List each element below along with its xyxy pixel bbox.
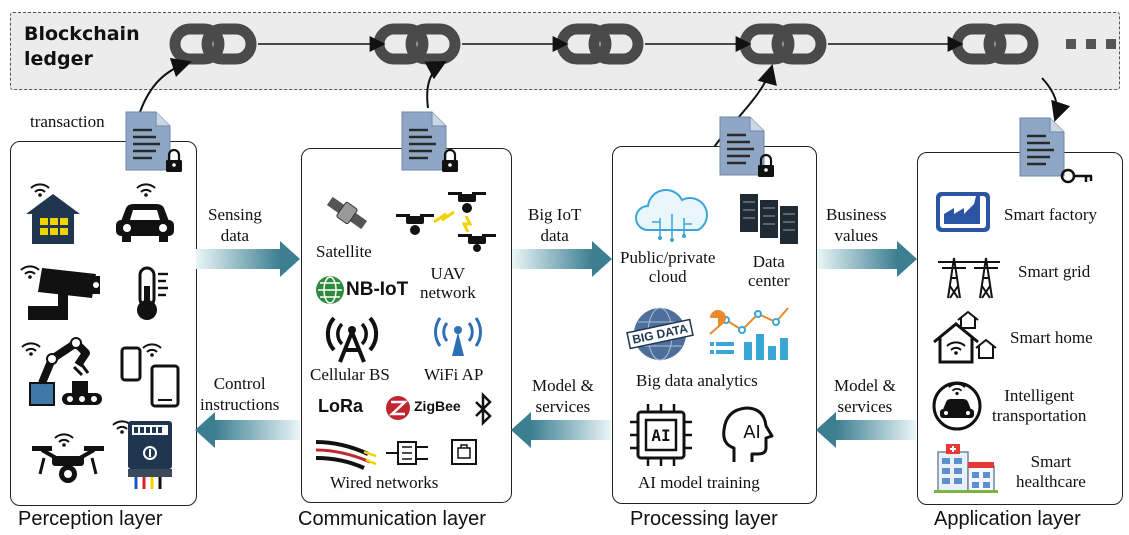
control-instructions-arrow [195, 412, 300, 448]
perception-panel [10, 141, 197, 506]
app-smart-home-label: Smart home [1010, 328, 1093, 347]
big-data-analytics-label: Big data analytics [636, 371, 758, 390]
control-instructions-label: Control instructions [200, 374, 280, 414]
ai-chip-icon: AI [630, 404, 692, 466]
connector-plug-icon [386, 441, 428, 465]
transaction-document-key-icon [1018, 116, 1093, 184]
wifi-ap-icon [433, 317, 483, 356]
ethernet-port-icon [451, 439, 477, 465]
cellular-tower-icon [325, 316, 379, 363]
thermometer-icon [137, 266, 168, 320]
robotic-arm-icon [21, 337, 102, 406]
perception-layer-title: Perception layer [18, 508, 163, 530]
satellite-label: Satellite [316, 242, 372, 261]
smart-meter-icon [112, 420, 172, 489]
cloud-icon [635, 189, 708, 242]
lora-logo: LoRa [318, 396, 363, 416]
ai-chip-text: AI [651, 426, 670, 445]
zigbee-label: ZigBee [414, 398, 461, 414]
app-smart-factory-label: Smart factory [1004, 205, 1097, 224]
application-layer-title: Application layer [934, 508, 1081, 530]
wired-cable-icon [315, 440, 377, 470]
data-center-label: Data center [748, 252, 790, 290]
model-services-label-1: Model & services [532, 376, 594, 416]
smart-home-icon [933, 310, 997, 364]
ai-model-training-label: AI model training [638, 473, 760, 492]
wired-networks-label: Wired networks [330, 473, 439, 492]
processing-layer-title: Processing layer [630, 508, 778, 530]
big-iot-data-arrow [512, 241, 612, 277]
cloud-label: Public/private cloud [620, 248, 716, 286]
business-values-arrow [817, 241, 917, 277]
wifi-ap-label: WiFi AP [424, 365, 484, 384]
nbiot-logo-icon [316, 276, 344, 304]
ledger-title: Blockchain ledger [24, 23, 140, 70]
transaction-arrow [1041, 77, 1071, 122]
sensing-data-arrow [196, 241, 300, 277]
app-smart-grid-label: Smart grid [1018, 262, 1091, 281]
ai-head-text: AI [743, 422, 761, 443]
power-grid-icon [938, 257, 1000, 299]
smart-healthcare-icon [934, 444, 998, 493]
model-services-arrow-2 [816, 412, 916, 448]
drone-icon [32, 433, 104, 483]
business-values-label: Business values [826, 205, 887, 245]
big-data-globe-icon: BIG DATA [626, 307, 694, 361]
transaction-arrow [424, 61, 447, 109]
data-center-icon [740, 194, 798, 244]
communication-layer-title: Communication layer [298, 508, 486, 530]
intelligent-transportation-icon [932, 381, 982, 431]
app-intelligent-transportation-label: Intelligent transportation [992, 386, 1087, 425]
more-blocks-indicator [1066, 39, 1116, 49]
sensing-data-label: Sensing data [208, 205, 262, 245]
transaction-label: transaction [30, 112, 105, 131]
big-iot-data-label: Big IoT data [528, 205, 582, 245]
transaction-arrow [139, 57, 192, 113]
surveillance-camera-icon [20, 265, 100, 320]
model-services-arrow-1 [511, 412, 611, 448]
bluetooth-icon [475, 391, 492, 427]
model-services-label-2: Model & services [834, 376, 896, 416]
uav-network-icon [396, 192, 496, 252]
smart-factory-icon [936, 192, 990, 232]
ai-head-icon: AI [722, 406, 774, 462]
cellular-bs-label: Cellular BS [310, 365, 390, 384]
app-smart-healthcare-label: Smart healthcare [1016, 452, 1086, 491]
uav-network-label: UAV network [420, 264, 476, 302]
smart-house-icon [26, 183, 80, 244]
zigbee-logo-icon [386, 396, 410, 420]
satellite-icon [326, 196, 368, 230]
analytics-chart-icon [709, 307, 789, 360]
connected-car-icon [116, 183, 174, 242]
nbiot-label: NB-IoT [346, 279, 409, 300]
smartphones-icon [120, 343, 180, 408]
